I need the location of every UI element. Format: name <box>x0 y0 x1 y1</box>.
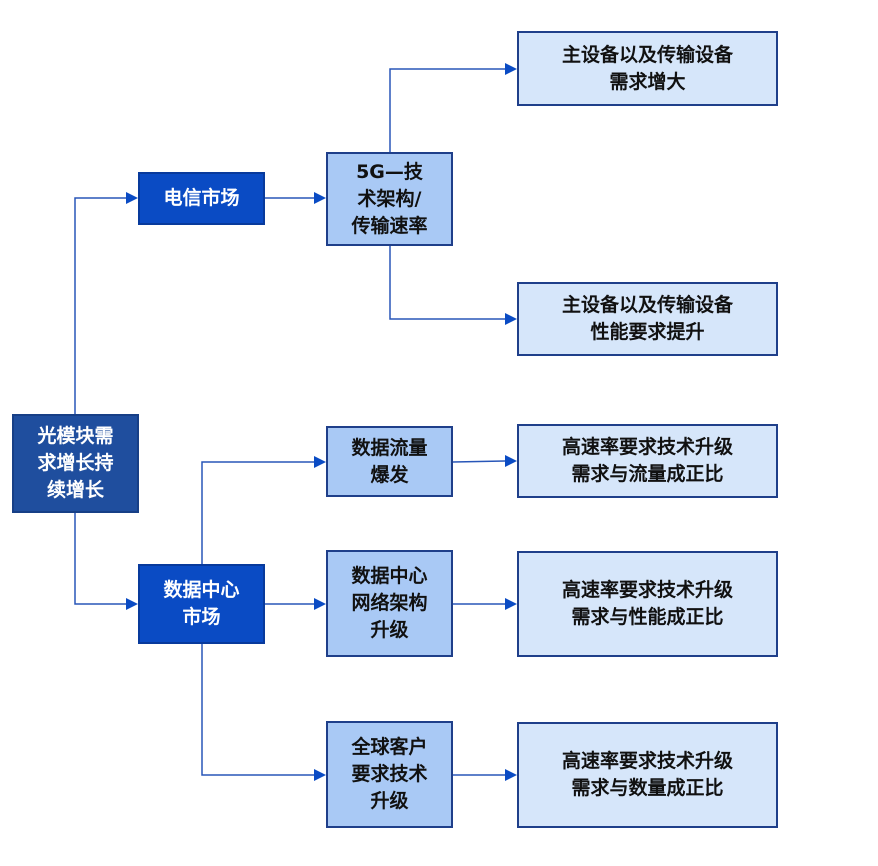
arrow-head <box>505 455 517 467</box>
edge-traffic-rate <box>452 460 506 463</box>
telecom-market-node: 电信市场 <box>138 172 265 225</box>
edge-root-datacenter <box>74 513 126 605</box>
arrow-head <box>505 313 517 325</box>
edge-dc-global-customers <box>201 644 314 776</box>
5g-tech-node: 5G—技 术架构/ 传输速率 <box>326 152 453 246</box>
equip-demand-node: 主设备以及传输设备 需求增大 <box>517 31 778 106</box>
arrow-head <box>505 769 517 781</box>
rate-performance-node: 高速率要求技术升级 需求与性能成正比 <box>517 551 778 657</box>
root-node: 光模块需 求增长持 续增长 <box>12 414 139 513</box>
arrow-head <box>505 598 517 610</box>
arrow-head <box>314 769 326 781</box>
arrow-head <box>126 598 138 610</box>
arrow-head <box>314 456 326 468</box>
datacenter-market-node: 数据中心 市场 <box>138 564 265 644</box>
edge-dc-data-traffic <box>201 461 314 564</box>
edge-root-telecom <box>74 197 126 414</box>
rate-traffic-node: 高速率要求技术升级 需求与流量成正比 <box>517 424 778 498</box>
rate-quantity-node: 高速率要求技术升级 需求与数量成正比 <box>517 722 778 828</box>
dc-network-node: 数据中心 网络架构 升级 <box>326 550 453 657</box>
arrow-head <box>314 598 326 610</box>
arrow-head <box>126 192 138 204</box>
data-traffic-node: 数据流量 爆发 <box>326 426 453 497</box>
global-customers-node: 全球客户 要求技术 升级 <box>326 721 453 828</box>
edge-5g-equip-demand <box>389 68 505 152</box>
edge-5g-equip-performance <box>389 246 505 320</box>
arrow-head <box>314 192 326 204</box>
arrow-head <box>505 63 517 75</box>
equip-performance-node: 主设备以及传输设备 性能要求提升 <box>517 282 778 356</box>
